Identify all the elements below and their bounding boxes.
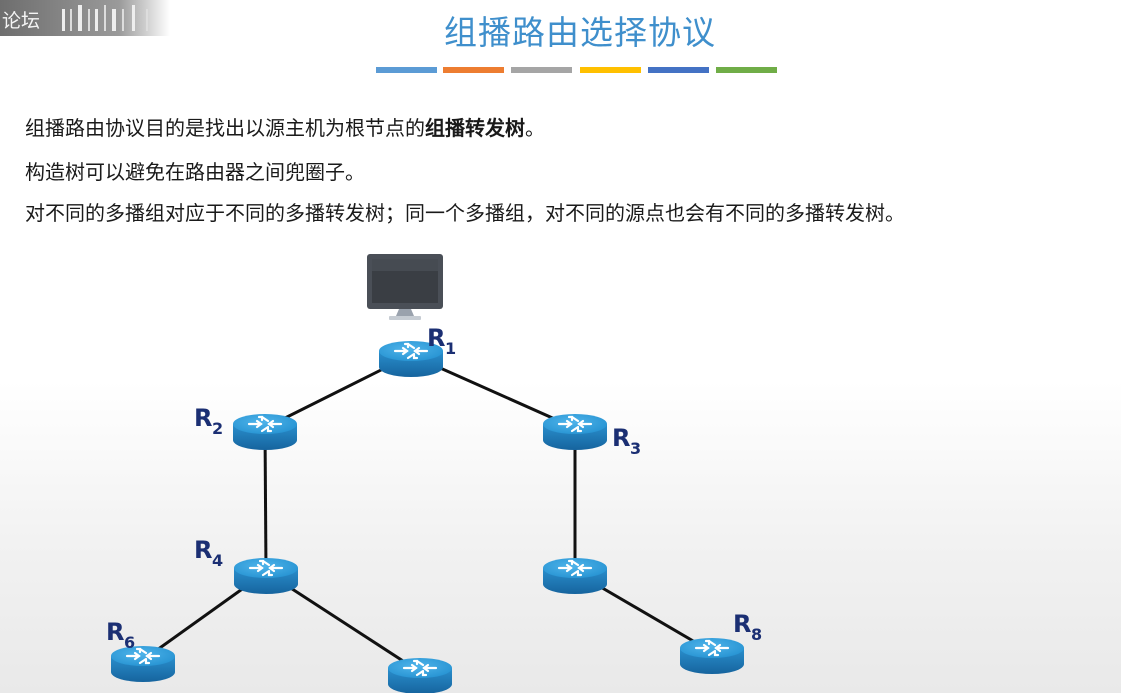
paragraph-2-text: 构造树可以避免在路由器之间兜圈子。 bbox=[25, 160, 365, 184]
router-label-subscript: 3 bbox=[630, 439, 641, 458]
paragraph-1: 组播路由协议目的是找出以源主机为根节点的组播转发树。 bbox=[25, 112, 545, 141]
paragraph-1-bold: 组播转发树 bbox=[425, 116, 525, 140]
router-label: R bbox=[106, 618, 124, 646]
router-r5 bbox=[541, 556, 609, 596]
router-label: R bbox=[612, 424, 630, 452]
paragraph-1-tail: 。 bbox=[525, 116, 545, 140]
color-bar-segment bbox=[511, 67, 572, 73]
monitor-icon bbox=[367, 254, 443, 320]
color-bar-segment bbox=[648, 67, 709, 73]
router-icon bbox=[678, 636, 746, 676]
router-label-subscript: 2 bbox=[212, 419, 223, 438]
router-label: R bbox=[194, 404, 212, 432]
router-icon bbox=[232, 556, 300, 596]
color-bar-segment bbox=[376, 67, 437, 73]
router-label-subscript: 6 bbox=[124, 633, 135, 652]
color-bar-segment bbox=[716, 67, 777, 73]
router-r7 bbox=[386, 656, 454, 693]
watermark: 论坛 bbox=[0, 0, 170, 36]
color-bar-segment bbox=[580, 67, 641, 73]
router-label-subscript: 1 bbox=[445, 339, 456, 358]
link-r2-r4 bbox=[263, 427, 268, 573]
router-label: R bbox=[194, 536, 212, 564]
paragraph-2: 构造树可以避免在路由器之间兜圈子。 bbox=[25, 156, 365, 185]
paragraph-3: 对不同的多播组对应于不同的多播转发树；同一个多播组，对不同的源点也会有不同的多播… bbox=[25, 197, 905, 226]
router-icon bbox=[541, 412, 609, 452]
router-icon bbox=[231, 412, 299, 452]
router-label-subscript: 8 bbox=[751, 625, 762, 644]
paragraph-1-text: 组播路由协议目的是找出以源主机为根节点的 bbox=[25, 116, 425, 140]
tree-links bbox=[142, 353, 713, 674]
router-icon bbox=[386, 656, 454, 693]
slide-title: 组播路由选择协议 bbox=[444, 13, 716, 52]
router-label: R bbox=[733, 610, 751, 638]
color-bar-segment bbox=[443, 67, 504, 73]
router-label-subscript: 4 bbox=[212, 551, 223, 570]
paragraph-3-text: 对不同的多播组对应于不同的多播转发树；同一个多播组，对不同的源点也会有不同的多播… bbox=[25, 201, 905, 225]
barcode-icon bbox=[62, 5, 148, 31]
router-label: R bbox=[427, 324, 445, 352]
watermark-text: 论坛 bbox=[2, 10, 41, 32]
router-icon bbox=[541, 556, 609, 596]
router-icon bbox=[109, 644, 177, 684]
